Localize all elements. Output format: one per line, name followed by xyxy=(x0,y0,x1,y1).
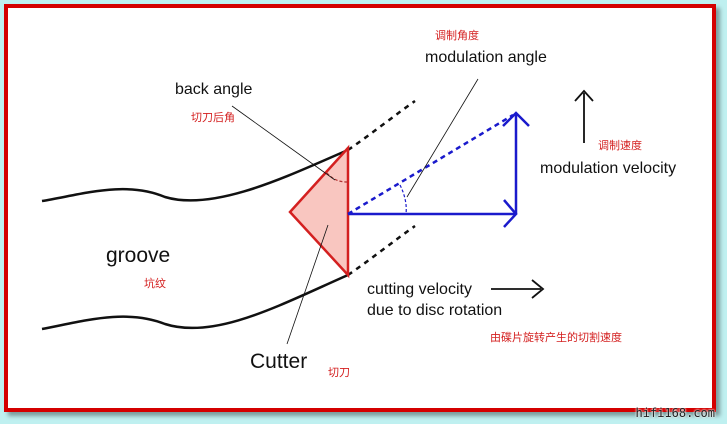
modulation-velocity-arrowhead xyxy=(502,111,530,127)
cutting-velocity-legend-arrowhead xyxy=(531,279,545,299)
groove-lower-wall xyxy=(41,273,349,331)
modulation-angle-arc xyxy=(399,184,407,215)
resultant-vector xyxy=(347,113,514,216)
groove-lower-wall-continuation xyxy=(347,224,416,277)
cutter-shape xyxy=(288,144,350,279)
modulation-velocity-label-cn: 调制速度 xyxy=(598,139,642,152)
cutter-label-cn: 切刀 xyxy=(328,366,350,379)
groove-upper-wall xyxy=(41,148,349,203)
cutting-velocity-label-line1: cutting velocity xyxy=(367,281,472,298)
cutting-velocity-label-line2: due to disc rotation xyxy=(367,302,503,319)
groove-label: groove xyxy=(106,244,171,267)
cutting-velocity-label-cn: 由碟片旋转产生的切割速度 xyxy=(490,331,622,344)
modulation-angle-label: modulation angle xyxy=(425,49,547,66)
watermark: hifi168.com xyxy=(635,406,715,420)
modulation-velocity-legend-arrowhead xyxy=(574,89,594,102)
back-angle-leader xyxy=(231,105,336,181)
modulation-angle-leader xyxy=(406,78,479,198)
back-angle-label-cn: 切刀后角 xyxy=(191,111,235,124)
groove-upper-wall-continuation xyxy=(347,99,416,152)
modulation-velocity-label: modulation velocity xyxy=(540,160,677,177)
back-angle-label: back angle xyxy=(175,81,253,98)
cutter-leader xyxy=(286,224,329,345)
cutter-label: Cutter xyxy=(250,350,308,373)
groove-label-cn: 坑纹 xyxy=(144,277,166,290)
modulation-angle-label-cn: 调制角度 xyxy=(435,29,479,42)
back-angle-arc xyxy=(326,172,349,183)
